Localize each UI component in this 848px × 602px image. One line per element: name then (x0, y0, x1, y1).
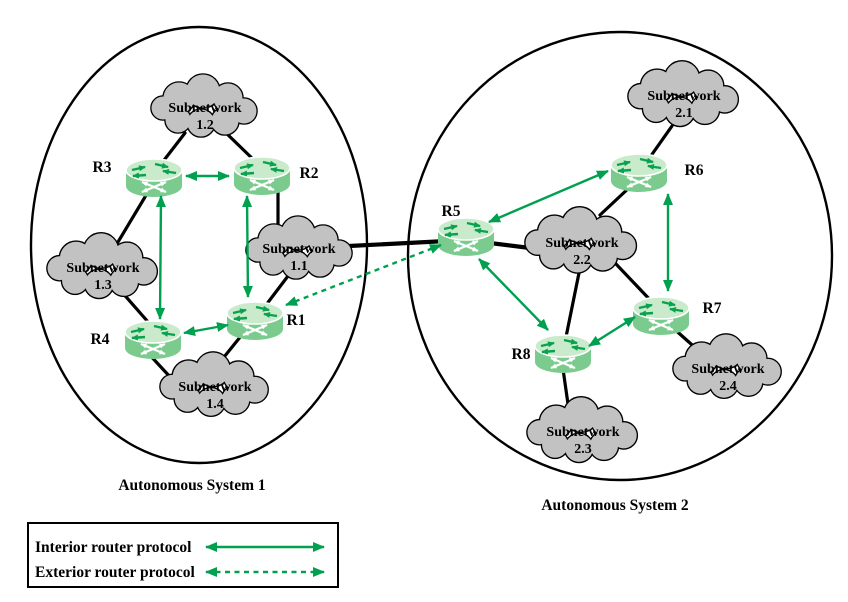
router-r3-icon (126, 159, 182, 197)
router-r1-icon (227, 302, 283, 340)
subnet-1-1-label-line2: 1.1 (290, 259, 308, 274)
subnet-2-3-label-line1: Subnetwork (546, 425, 619, 440)
subnet-2-1-label-line2: 2.1 (675, 106, 693, 121)
interior-protocol-arrows (155, 169, 673, 348)
subnet-2-4-label-line1: Subnetwork (691, 362, 764, 377)
subnet-2-1-label-line1: Subnetwork (647, 89, 720, 104)
router-r6-label: R6 (685, 162, 704, 179)
subnet-1-4-label-line2: 1.4 (206, 397, 224, 412)
router-r2-label: R2 (300, 165, 319, 182)
interior-arrow-r2-r1 (242, 195, 253, 298)
subnet-1-1-label-line1: Subnetwork (262, 242, 335, 257)
link-r3-sub13 (110, 190, 150, 254)
subnet-1-2-label-line1: Subnetwork (168, 101, 241, 116)
router-r1-label: R1 (287, 312, 306, 329)
router-r2-icon (234, 157, 290, 195)
link-sub11-r1 (264, 274, 290, 307)
router-r8-label: R8 (512, 346, 531, 363)
router-r7-label: R7 (703, 300, 722, 317)
interior-arrow-r4-r1 (183, 322, 229, 336)
subnet-1-4-label-line1: Subnetwork (178, 380, 251, 395)
as1-caption: Autonomous System 1 (118, 477, 265, 494)
interior-arrow-r5-r8 (478, 258, 549, 331)
router-r6-icon (611, 154, 667, 192)
subnet-2-2-label-line1: Subnetwork (545, 236, 618, 251)
legend-interior-label: Interior router protocol (35, 539, 192, 556)
link-sub22-r8 (564, 266, 582, 339)
legend-exterior-label: Exterior router protocol (35, 564, 196, 581)
router-r4-icon (125, 321, 181, 359)
subnet-1-3-label-line2: 1.3 (94, 278, 112, 293)
subnet-2-4-label-line2: 2.4 (719, 379, 737, 394)
cloud-labels: Subnetwork 1.2 Subnetwork 1.3 Subnetwork… (66, 89, 764, 457)
router-r5-icon (438, 218, 494, 256)
interior-arrow-r3-r4 (155, 195, 166, 320)
subnet-1-3-label-line1: Subnetwork (66, 261, 139, 276)
subnet-1-2-label-line2: 1.2 (196, 118, 214, 133)
router-r7-icon (633, 297, 689, 335)
link-r8-sub23 (561, 367, 570, 406)
subnet-2-2-label-line2: 2.2 (573, 253, 591, 268)
subnet-2-3-label-line2: 2.3 (574, 442, 592, 457)
router-labels: R3 R2 R4 R1 R5 R6 R7 R8 (91, 159, 722, 363)
subnetwork-clouds (46, 60, 782, 464)
router-r5-label: R5 (442, 203, 461, 220)
link-sub22-r7 (614, 262, 656, 306)
interior-arrow-r5-r6 (488, 169, 609, 224)
link-sub21-r6 (646, 124, 674, 162)
interior-arrow-r8-r7 (588, 315, 636, 348)
router-r3-label: R3 (93, 159, 112, 176)
router-r4-label: R4 (91, 331, 110, 348)
as2-caption: Autonomous System 2 (541, 497, 689, 514)
router-r8-icon (535, 335, 591, 373)
legend: Interior router protocol Exterior router… (27, 522, 339, 588)
